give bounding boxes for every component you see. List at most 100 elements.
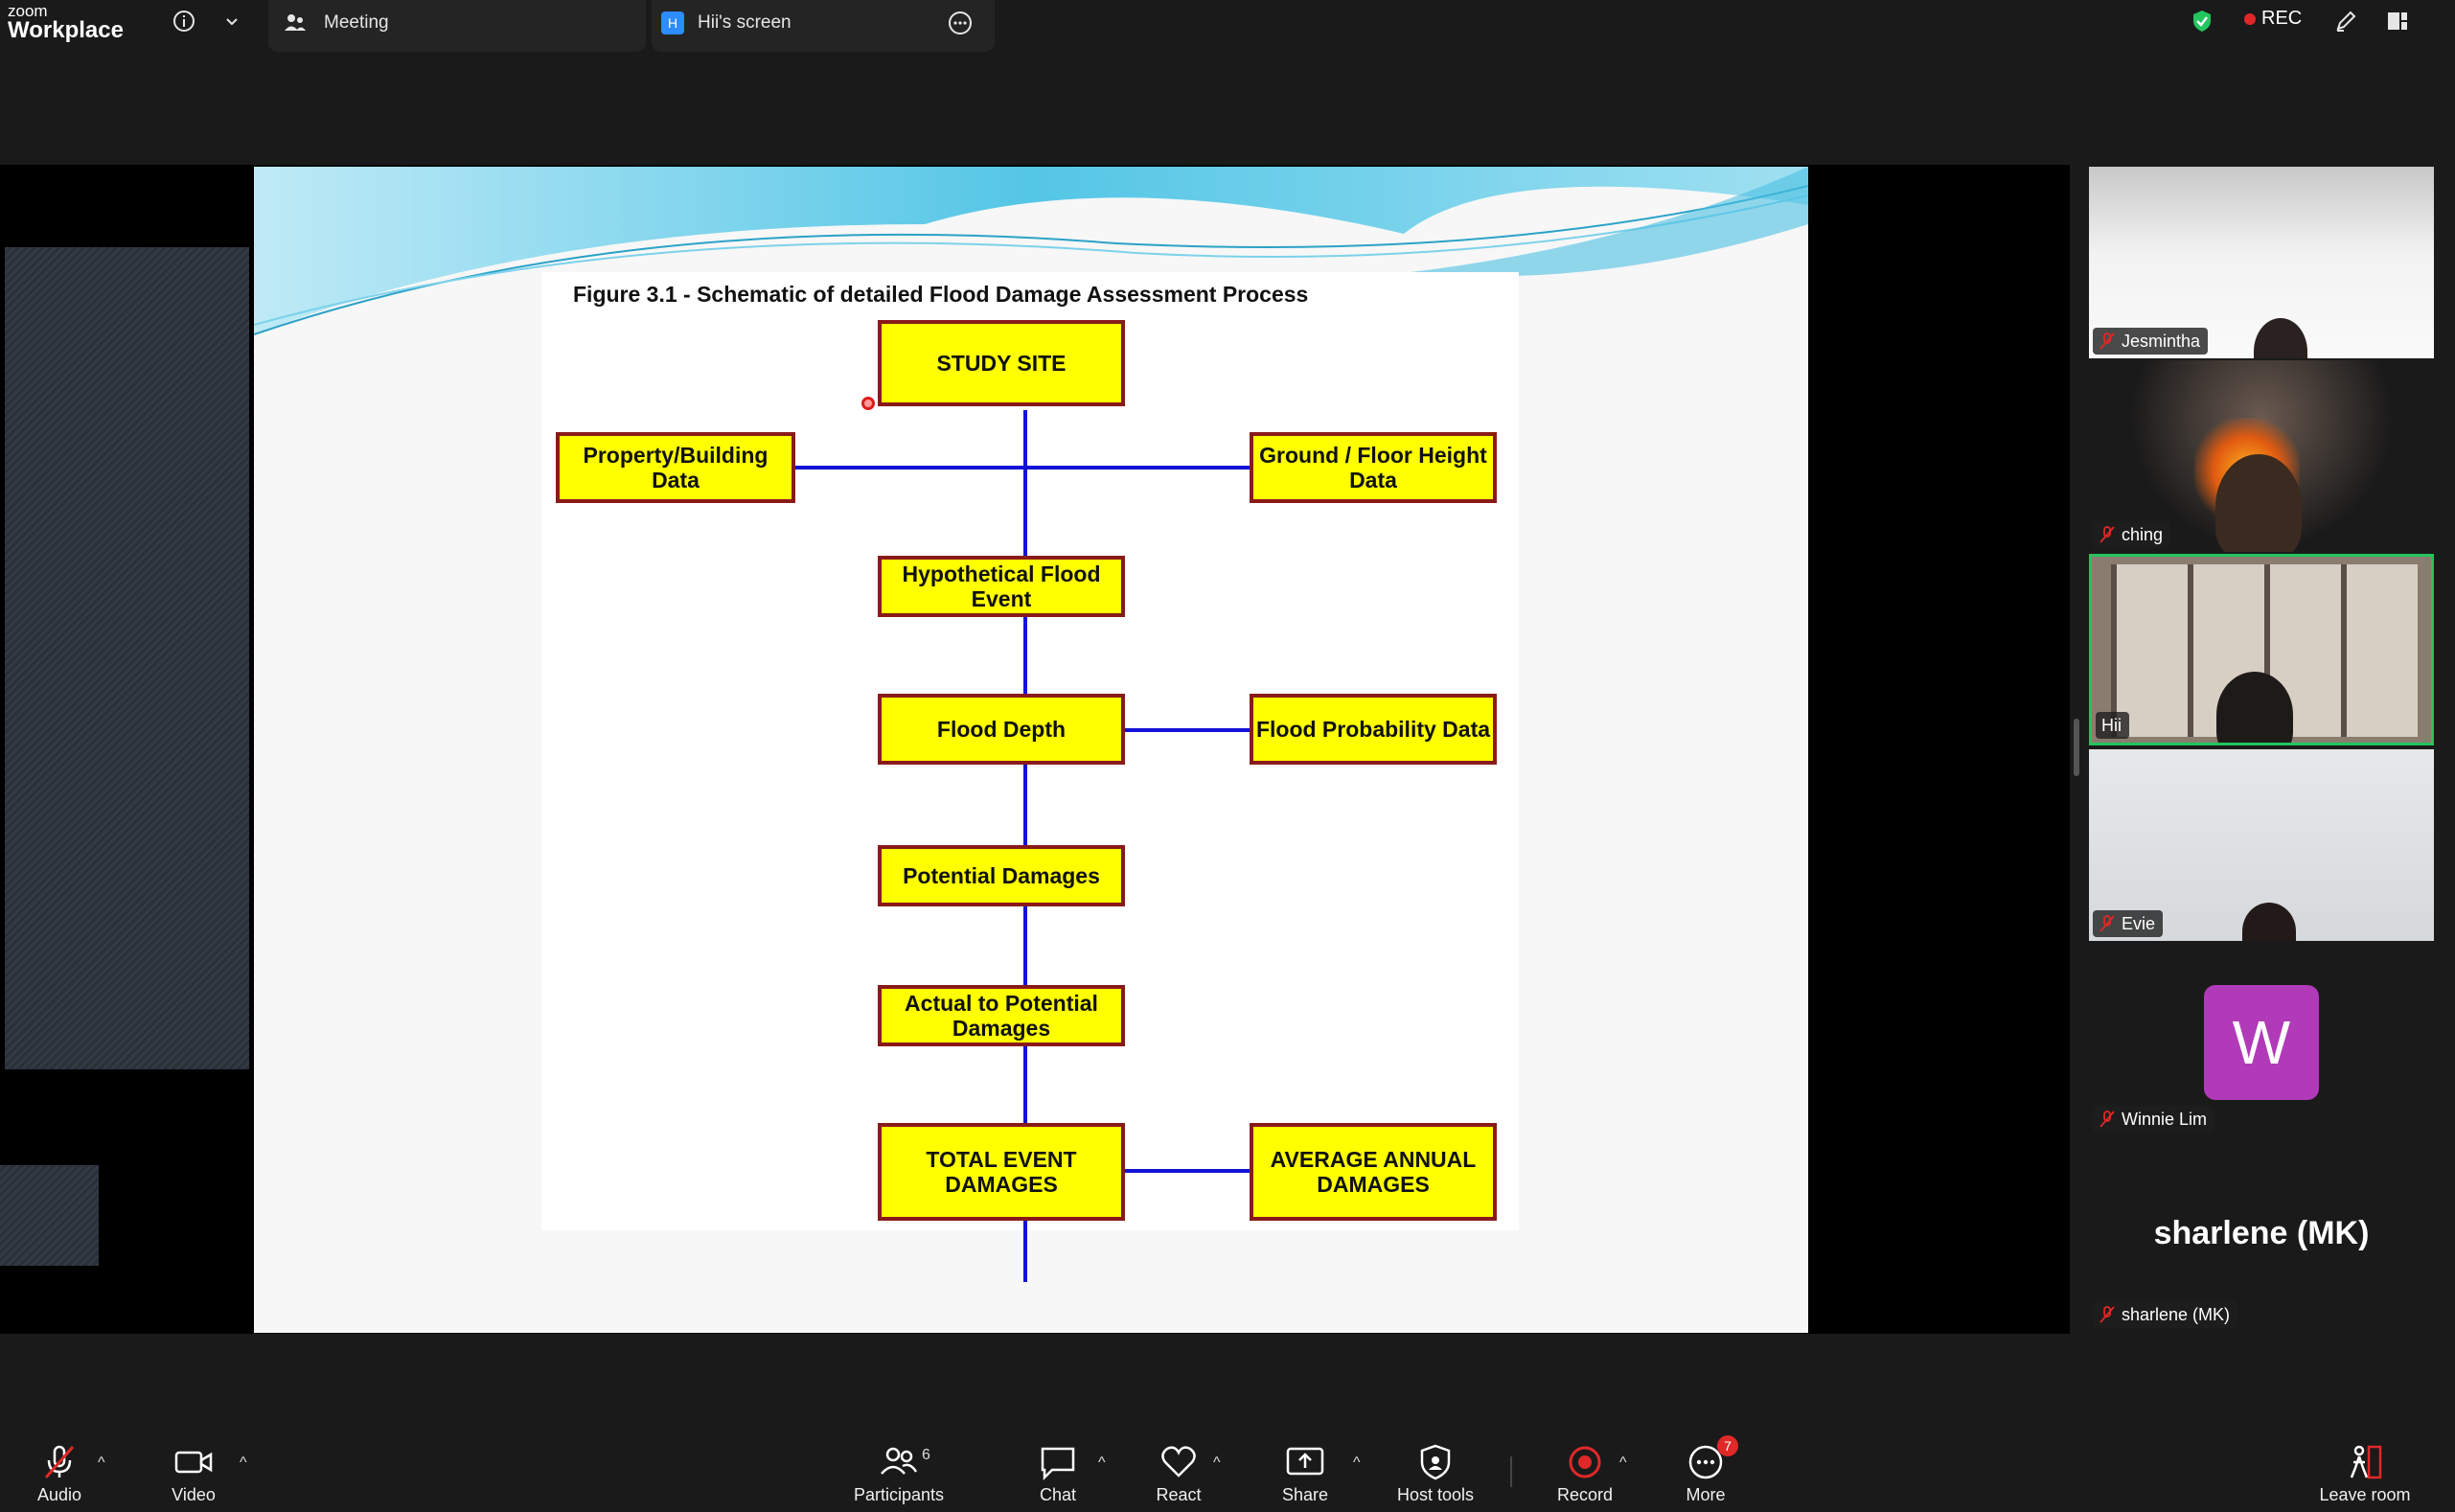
chat-label: Chat <box>1039 1485 1077 1504</box>
info-icon[interactable] <box>171 8 197 34</box>
participant-tile-4[interactable]: Evie <box>2089 749 2434 941</box>
participant-video-face <box>2216 672 2293 743</box>
remote-pointer-icon <box>861 397 875 410</box>
gallery-resize-handle[interactable] <box>2074 719 2079 776</box>
shared-slide: Figure 3.1 - Schematic of detailed Flood… <box>254 167 1808 1333</box>
rec-label[interactable]: REC <box>2261 8 2303 29</box>
participant-video-face <box>2254 318 2307 358</box>
recording-dot-icon <box>2244 13 2256 25</box>
box-actual-potential: Actual to Potential Damages <box>878 985 1125 1046</box>
box-hypothetical-event: Hypothetical Flood Event <box>878 556 1125 617</box>
participant-name: sharlene (MK) <box>2122 1304 2231 1324</box>
participant-tile-1[interactable]: Jesmintha <box>2089 167 2434 358</box>
more-dots-icon <box>1688 1445 1723 1479</box>
more-notification-badge: 7 <box>1717 1435 1738 1456</box>
screen-avatar-badge: H <box>661 11 684 34</box>
leave-room-button[interactable]: Leave room <box>2319 1441 2411 1504</box>
meeting-toolbar <box>0 1428 2455 1512</box>
more-options-icon[interactable] <box>947 10 974 36</box>
share-screen-icon <box>1286 1447 1324 1476</box>
participant-name: ching <box>2122 524 2164 544</box>
leave-room-icon <box>2350 1445 2382 1479</box>
participant-avatar[interactable]: W <box>2204 985 2319 1100</box>
participant-tile-2[interactable]: ching <box>2089 360 2434 552</box>
tab-meeting-label: Meeting <box>324 12 389 33</box>
toolbar-separator <box>1510 1456 1512 1487</box>
participant-video-face <box>2215 454 2302 552</box>
participant-name: Evie <box>2122 913 2156 933</box>
box-ground-floor-data: Ground / Floor Height Data <box>1250 432 1497 503</box>
video-options-caret-icon[interactable]: ^ <box>240 1455 247 1471</box>
shield-check-icon[interactable] <box>2189 8 2215 34</box>
connector-study-inputs <box>793 466 1251 470</box>
app-brand-small: zoom <box>8 2 48 20</box>
chat-button[interactable]: Chat <box>1037 1441 1079 1504</box>
record-options-caret-icon[interactable]: ^ <box>1619 1455 1627 1471</box>
tab-meeting[interactable]: Meeting <box>268 0 646 52</box>
video-camera-icon <box>174 1451 213 1474</box>
participant-big-name[interactable]: sharlene (MK) <box>2153 1215 2370 1251</box>
mic-muted-icon <box>44 1445 75 1478</box>
tab-screen-share[interactable]: H Hii's screen <box>652 0 995 52</box>
host-tools-label: Host tools <box>1396 1485 1475 1504</box>
connector-depth-probability <box>1119 728 1251 732</box>
participant-name-tag: ching <box>2093 521 2171 548</box>
mic-muted-icon <box>2099 332 2115 350</box>
figure-title: Figure 3.1 - Schematic of detailed Flood… <box>573 282 1309 307</box>
view-layout-icon[interactable] <box>2384 8 2411 34</box>
box-property-data: Property/Building Data <box>556 432 795 503</box>
box-potential-damages: Potential Damages <box>878 845 1125 906</box>
box-average-annual-damages: AVERAGE ANNUAL DAMAGES <box>1250 1123 1497 1221</box>
app-brand: Workplace <box>8 17 124 43</box>
participant-tile-3-active[interactable]: Hii <box>2089 554 2434 745</box>
record-button[interactable]: Record <box>1557 1441 1613 1504</box>
share-button[interactable]: Share <box>1282 1441 1328 1504</box>
host-tools-button[interactable]: Host tools <box>1397 1441 1474 1504</box>
connector-total-average <box>1119 1169 1251 1173</box>
record-icon <box>1569 1446 1601 1478</box>
more-button[interactable]: 7 More <box>1685 1435 1738 1504</box>
participants-icon <box>881 1447 918 1475</box>
more-label: More <box>1686 1485 1726 1504</box>
participant-name-tag: sharlene (MK) <box>2093 1301 2238 1328</box>
heart-icon <box>1161 1446 1196 1478</box>
react-options-caret-icon[interactable]: ^ <box>1213 1455 1221 1471</box>
box-total-event-damages: TOTAL EVENT DAMAGES <box>878 1123 1125 1221</box>
box-flood-depth: Flood Depth <box>878 694 1125 765</box>
shield-icon <box>1420 1444 1451 1480</box>
title-bar: zoom Workplace Meeting H Hii's screen RE… <box>0 0 2455 54</box>
tab-screen-label: Hii's screen <box>698 12 792 33</box>
leave-room-label: Leave room <box>2319 1485 2411 1504</box>
participant-name-tag: Winnie Lim <box>2093 1106 2215 1133</box>
participant-name: Jesmintha <box>2122 331 2201 351</box>
participant-name-tag: Hii <box>2096 712 2129 739</box>
video-label: Video <box>172 1485 216 1504</box>
audio-options-caret-icon[interactable]: ^ <box>98 1455 105 1471</box>
audio-button[interactable]: Audio <box>37 1441 81 1504</box>
box-flood-probability: Flood Probability Data <box>1250 694 1497 765</box>
participant-name-tag: Evie <box>2093 910 2164 937</box>
video-button[interactable]: Video <box>172 1441 216 1504</box>
react-label: React <box>1156 1485 1202 1504</box>
mic-muted-icon <box>2099 1111 2115 1128</box>
participants-count: 6 <box>922 1447 930 1463</box>
react-button[interactable]: React <box>1156 1441 1202 1504</box>
participant-name: Winnie Lim <box>2122 1109 2208 1129</box>
participant-name-tag: Jesmintha <box>2093 328 2209 355</box>
video-thumbnail-left <box>5 247 249 1069</box>
mic-muted-icon <box>2099 915 2115 932</box>
video-thumbnail-left-small <box>0 1165 99 1266</box>
participants-button[interactable]: 6 Participants <box>854 1441 944 1504</box>
chevron-down-icon[interactable] <box>218 8 245 34</box>
audio-label: Audio <box>36 1485 82 1504</box>
share-options-caret-icon[interactable]: ^ <box>1353 1455 1361 1471</box>
mic-muted-icon <box>2099 1306 2115 1323</box>
participants-label: Participants <box>853 1485 945 1504</box>
slide-wave-decoration <box>254 167 1808 335</box>
meeting-people-icon <box>282 10 309 36</box>
share-label: Share <box>1281 1485 1329 1504</box>
participant-name: Hii <box>2101 715 2122 735</box>
chat-bubble-icon <box>1041 1447 1075 1481</box>
annotate-pen-icon[interactable] <box>2332 8 2359 34</box>
chat-options-caret-icon[interactable]: ^ <box>1098 1455 1106 1471</box>
